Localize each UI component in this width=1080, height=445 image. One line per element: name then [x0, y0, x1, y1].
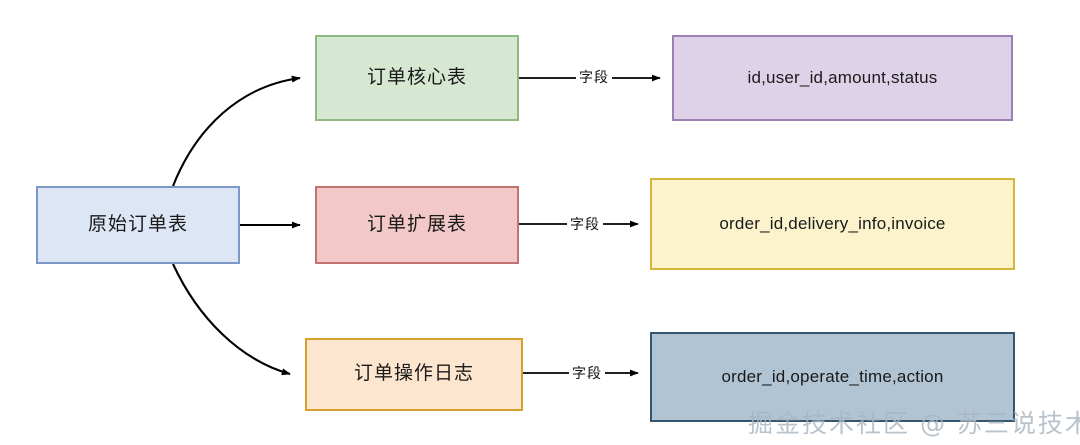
node-fields-order-ext-label: order_id,delivery_info,invoice	[719, 213, 946, 233]
edge-label-core-fields: 字段	[576, 67, 612, 87]
node-order-log-table[interactable]: 订单操作日志	[305, 338, 523, 411]
node-fields-order-ext[interactable]: order_id,delivery_info,invoice	[650, 178, 1015, 270]
edge-label-ext-fields: 字段	[567, 214, 603, 234]
edge-source-to-log	[172, 263, 291, 376]
node-fields-order-core[interactable]: id,user_id,amount,status	[672, 35, 1013, 121]
node-source-order-table-label: 原始订单表	[87, 213, 188, 235]
node-order-core-table-label: 订单核心表	[366, 66, 467, 88]
node-fields-order-core-label: id,user_id,amount,status	[747, 67, 938, 87]
node-source-order-table[interactable]: 原始订单表	[36, 186, 240, 264]
node-order-core-table[interactable]: 订单核心表	[315, 35, 519, 121]
node-order-ext-table[interactable]: 订单扩展表	[315, 186, 519, 264]
edge-label-log-fields: 字段	[569, 363, 605, 383]
node-fields-order-log-label: order_id,operate_time,action	[721, 366, 944, 386]
watermark-text: 掘金技术社区 @ 苏三说技术	[748, 409, 1080, 438]
node-order-ext-table-label: 订单扩展表	[366, 213, 467, 235]
node-fields-order-log[interactable]: order_id,operate_time,action	[650, 332, 1015, 422]
edge-source-to-core	[172, 75, 301, 187]
node-order-log-table-label: 订单操作日志	[353, 363, 474, 385]
